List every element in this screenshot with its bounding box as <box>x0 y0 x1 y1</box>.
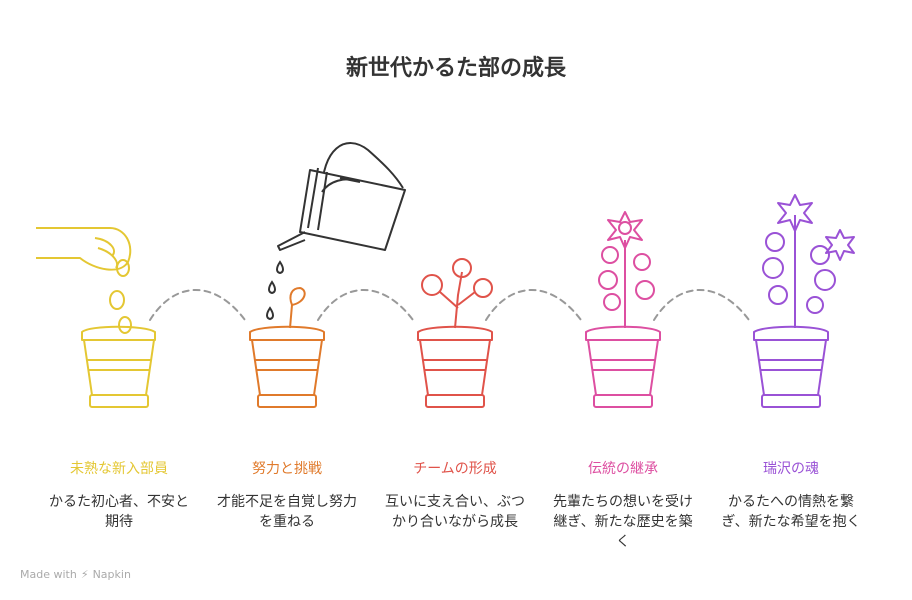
stage-5-label: 瑞沢の魂 <box>763 461 819 477</box>
stage-3-description: 互いに支え合い、ぶつかり合いながら成長 <box>385 494 525 530</box>
stage-4-label: 伝統の継承 <box>588 461 658 477</box>
dashed-connector-1 <box>149 289 246 321</box>
napkin-brand-text: Napkin <box>92 568 131 581</box>
dashed-connector-4 <box>653 289 750 321</box>
watering-can-icon <box>277 142 406 251</box>
stage-2-label: 努力と挑戦 <box>252 461 322 477</box>
stage-5-description: かるたへの情熱を繋ぎ、新たな希望を抱く <box>721 494 861 530</box>
dashed-connector-2 <box>317 289 414 321</box>
water-droplets <box>266 260 284 321</box>
stage-1-label: 未熟な新入部員 <box>70 461 168 477</box>
dashed-connector-3 <box>485 289 582 321</box>
stage-4-description: 先輩たちの想いを受け継ぎ、新たな歴史を築く <box>553 494 693 550</box>
made-with-napkin-badge[interactable]: Made with ⚡ Napkin <box>20 568 131 581</box>
stage-2-pot <box>249 287 325 408</box>
stage-3-pot <box>417 258 493 408</box>
stage-4-pot <box>585 211 661 408</box>
made-with-text: Made with <box>20 568 77 581</box>
stage-5-pot <box>753 194 855 408</box>
stage-3-label: チームの形成 <box>413 461 497 477</box>
page-title: 新世代かるた部の成長 <box>345 56 566 81</box>
stage-1-description: かるた初心者、不安と期待 <box>49 494 189 530</box>
stage-1-pot <box>36 227 156 408</box>
stage-2-description: 才能不足を自覚し努力を重ねる <box>217 494 357 530</box>
napkin-logo-icon: ⚡ <box>80 568 89 581</box>
